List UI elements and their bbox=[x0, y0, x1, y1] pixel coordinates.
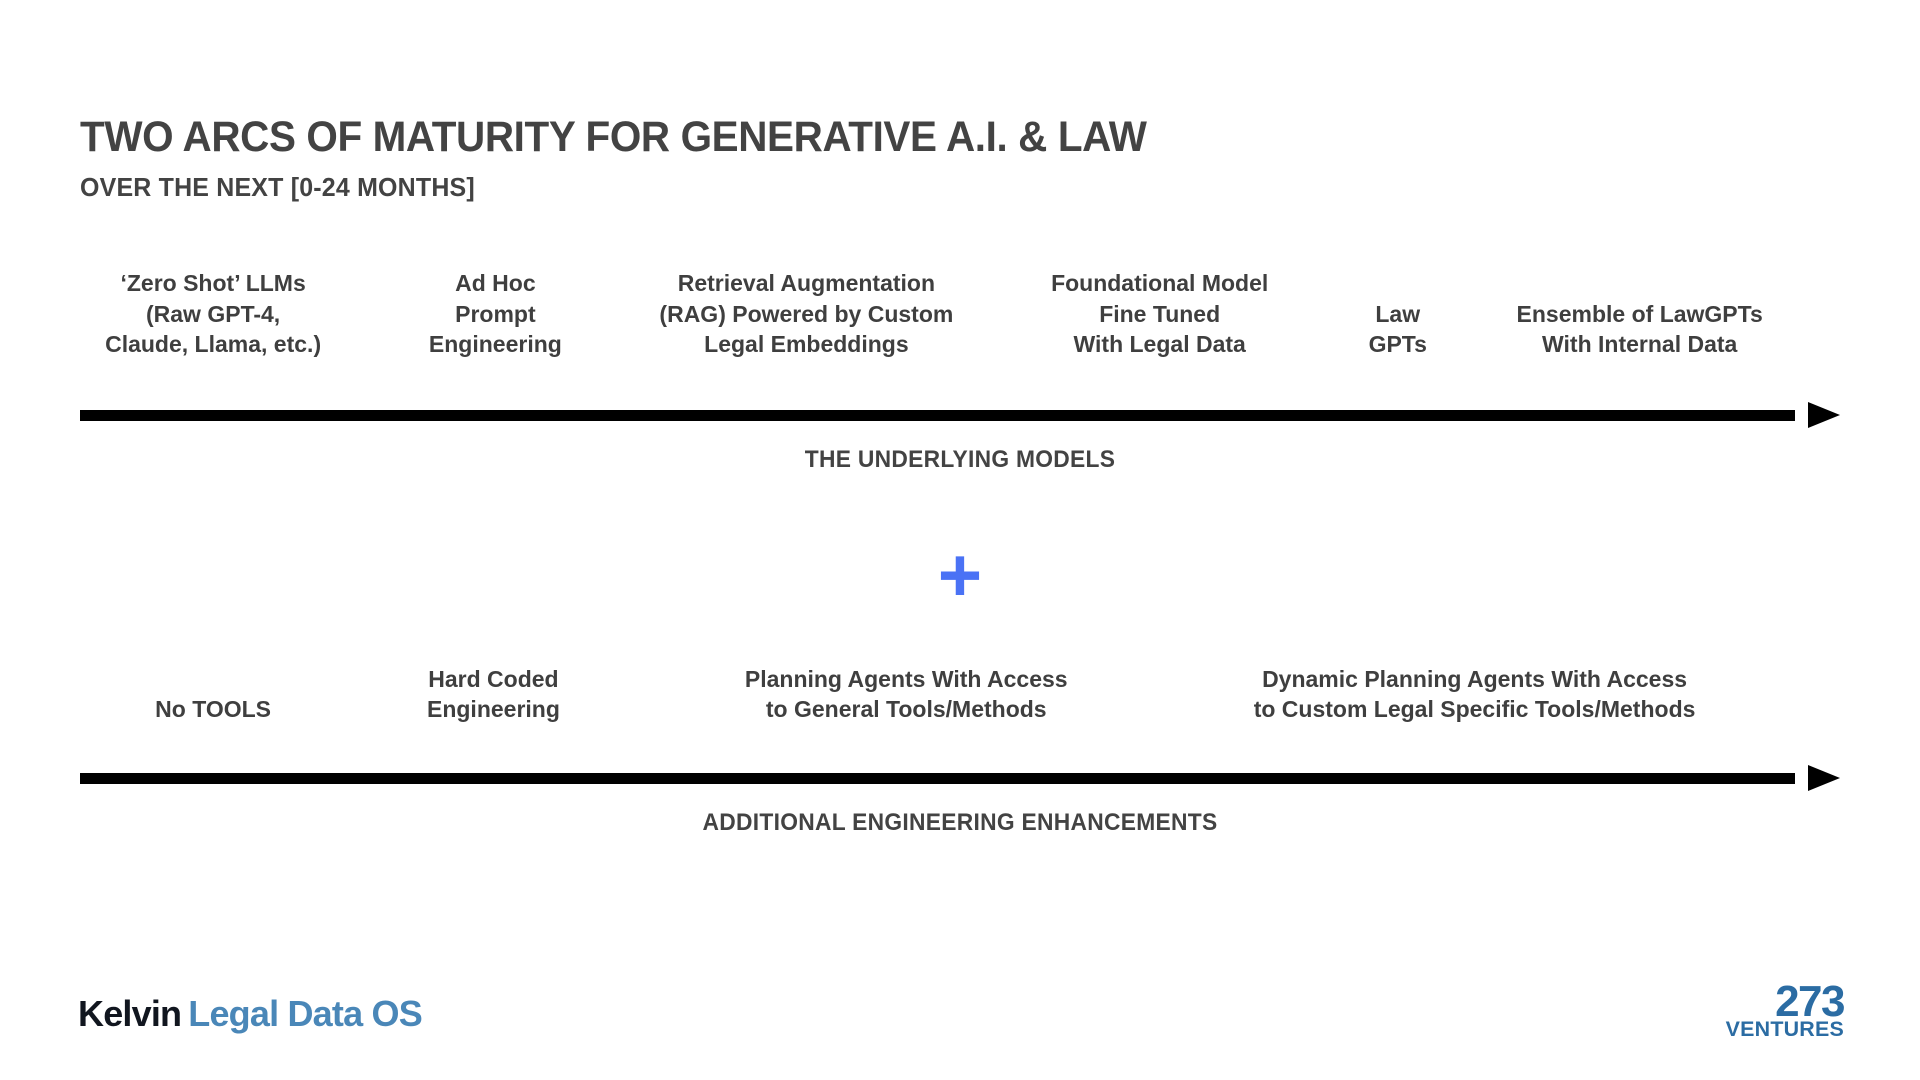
arc1-node-4: Law GPTs bbox=[1368, 300, 1427, 358]
arc1-node-5: Ensemble of LawGPTs With Internal Data bbox=[1516, 300, 1763, 358]
plus-divider-icon: + bbox=[937, 533, 983, 618]
arrow-shaft bbox=[80, 410, 1795, 421]
arc1-arrow bbox=[80, 402, 1840, 428]
arc1-caption: THE UNDERLYING MODELS bbox=[804, 446, 1116, 473]
ventures-logo-word: VENTURES bbox=[1725, 1018, 1844, 1042]
kelvin-logo-product: Legal Data OS bbox=[188, 993, 422, 1034]
arc2-arrow bbox=[80, 765, 1840, 791]
arc-engineering-enhancements: No TOOLS Hard Coded Engineering Planning… bbox=[0, 645, 1920, 836]
ventures-logo-number: 273 bbox=[1775, 976, 1845, 1026]
arc1-node-3: Foundational Model Fine Tuned With Legal… bbox=[1051, 270, 1269, 358]
ventures-logo: 273 VENTURES bbox=[1725, 976, 1846, 1042]
arrow-head-icon bbox=[1808, 765, 1840, 791]
arc1-node-2: Retrieval Augmentation (RAG) Powered by … bbox=[659, 270, 954, 358]
page-title: TWO ARCS OF MATURITY FOR GENERATIVE A.I.… bbox=[80, 113, 1147, 161]
arc1-node-labels: ‘Zero Shot’ LLMs (Raw GPT-4, Claude, Lla… bbox=[0, 250, 1920, 360]
arc2-node-0: No TOOLS bbox=[155, 696, 272, 723]
arrow-shaft bbox=[80, 773, 1795, 784]
arc1-node-1: Ad Hoc Prompt Engineering bbox=[428, 270, 562, 358]
arc-underlying-models: ‘Zero Shot’ LLMs (Raw GPT-4, Claude, Lla… bbox=[0, 250, 1920, 473]
page-subtitle: OVER THE NEXT [0-24 MONTHS] bbox=[80, 172, 475, 202]
arc2-caption: ADDITIONAL ENGINEERING ENHANCEMENTS bbox=[702, 809, 1218, 836]
arc2-node-2: Planning Agents With Access to General T… bbox=[744, 665, 1068, 723]
kelvin-logo-brand: Kelvin bbox=[78, 993, 182, 1034]
arrow-head-icon bbox=[1808, 402, 1840, 428]
arc2-node-3: Dynamic Planning Agents With Access to C… bbox=[1253, 665, 1696, 723]
arc2-node-1: Hard Coded Engineering bbox=[426, 665, 560, 723]
arc2-node-labels: No TOOLS Hard Coded Engineering Planning… bbox=[0, 645, 1920, 725]
arc1-node-0: ‘Zero Shot’ LLMs (Raw GPT-4, Claude, Lla… bbox=[105, 270, 322, 358]
